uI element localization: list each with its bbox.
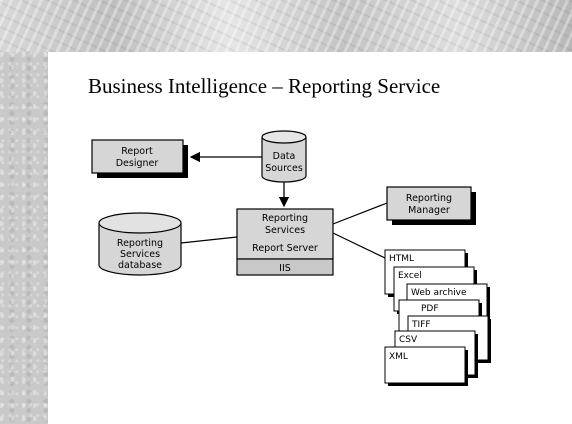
data-sources-label-2: Sources [265,163,303,174]
decorative-header-band [0,0,572,52]
report-server-node: Reporting Services Report Server IIS [236,208,334,276]
output-formats-stack: HTML Excel Web archive PDF TIFF [384,249,491,386]
iis-layer [236,258,334,276]
server-label-3: Report Server [252,243,318,254]
iis-label: IIS [279,263,291,274]
format-excel-label: Excel [398,271,422,281]
report-designer-label-1: Report [121,146,153,157]
connector-db-server [180,236,238,244]
slide-title: Business Intelligence – Reporting Servic… [88,74,441,98]
connector-server-manager [332,202,388,225]
format-html-label: HTML [389,254,414,264]
format-pdf-label: PDF [421,304,439,314]
server-label-1: Reporting [262,213,308,224]
format-web-archive-label: Web archive [411,288,467,298]
report-designer-node: Report Designer [91,139,188,178]
db-label-2: Services [120,249,160,260]
format-csv-label: CSV [399,335,418,345]
report-designer-label-2: Designer [116,158,159,169]
reporting-manager-label-1: Reporting [406,193,452,204]
reporting-manager-label-2: Manager [408,205,450,216]
db-label-1: Reporting [117,238,163,249]
format-xml: XML [384,346,468,386]
data-sources-node: Data Sources [261,130,307,183]
server-label-2: Services [265,225,305,236]
format-tiff-label: TIFF [411,320,431,330]
db-label-3: database [118,260,162,271]
data-sources-label-1: Data [273,151,296,162]
format-xml-label: XML [389,352,408,362]
reporting-manager-node: Reporting Manager [386,186,476,225]
connector-server-formats [332,232,386,259]
reporting-services-database-node: Reporting Services database [98,212,182,276]
